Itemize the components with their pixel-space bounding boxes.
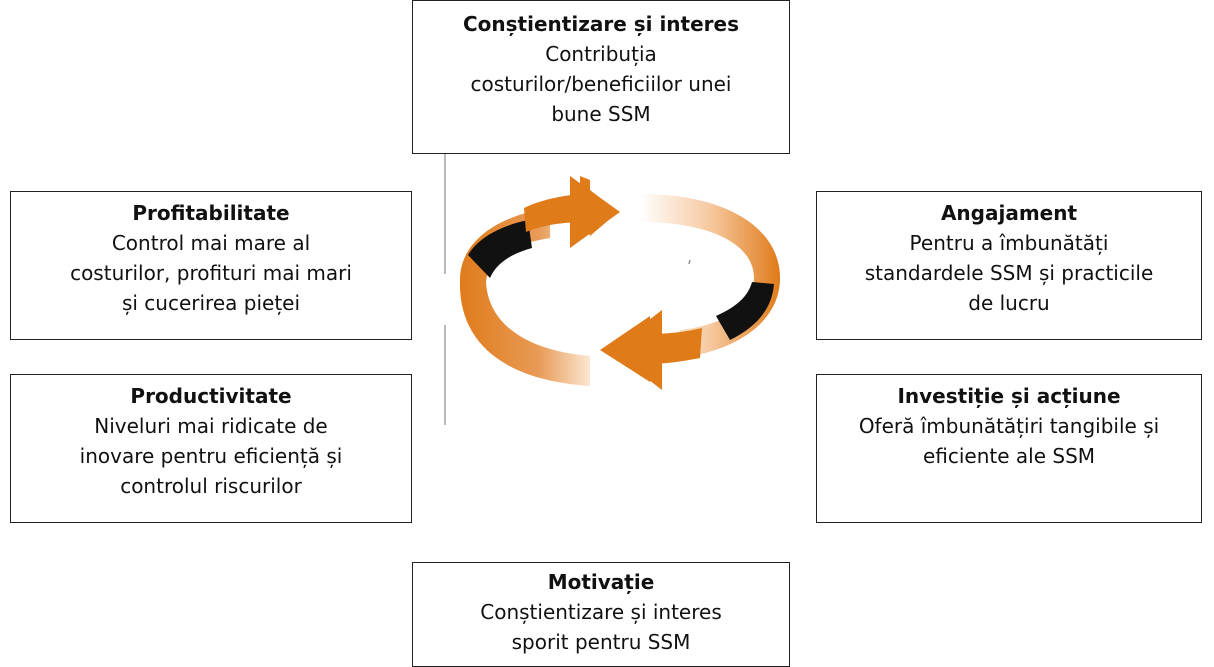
box-title: Profitabilitate [132, 201, 290, 225]
box-body-line: Oferă îmbunătățiri tangibile și [858, 414, 1160, 438]
box-investment-action: Investiție și acțiune Oferă îmbunătățiri… [816, 374, 1202, 523]
box-body-line: bune SSM [551, 102, 651, 126]
box-body-line: inovare pentru eficiență și [79, 444, 343, 468]
box-title: Productivitate [130, 384, 292, 408]
box-title: Conștientizare și interes [463, 12, 739, 36]
box-body-line: Niveluri mai ridicate de [94, 414, 328, 438]
box-productivity: Productivitate Niveluri mai ridicate de … [10, 374, 412, 523]
box-title: Investiție și acțiune [897, 384, 1121, 408]
box-body-line: Conștientizare și interes [480, 600, 722, 624]
box-body-line: și cucerirea pieței [121, 291, 301, 315]
box-body-line: controlul riscurilor [120, 474, 302, 498]
divider-line-upper [444, 154, 446, 274]
box-body-line: costurilor/beneficiilor unei [470, 72, 732, 96]
box-body-line: Control mai mare al [111, 231, 311, 255]
box-title: Angajament [940, 201, 1078, 225]
box-commitment: Angajament Pentru a îmbunătăți standarde… [816, 191, 1202, 340]
box-body-line: Pentru a îmbunătăți [909, 231, 1109, 255]
box-awareness-interest: Conștientizare și interes Contribuția co… [412, 0, 790, 154]
box-body-line: standardele SSM și practicile [864, 261, 1154, 285]
box-title: Motivație [547, 570, 655, 594]
box-motivation: Motivație Conștientizare și interes spor… [412, 562, 790, 667]
box-body-line: sporit pentru SSM [511, 630, 691, 654]
box-profitability: Profitabilitate Control mai mare al cost… [10, 191, 412, 340]
box-body-line: costurilor, profituri mai mari [70, 261, 352, 285]
box-body-line: Contribuția [545, 42, 657, 66]
box-body-line: de lucru [968, 291, 1050, 315]
box-body-line: eficiente ale SSM [922, 444, 1096, 468]
circular-arrows-icon [459, 176, 780, 390]
divider-line-lower [444, 325, 446, 425]
